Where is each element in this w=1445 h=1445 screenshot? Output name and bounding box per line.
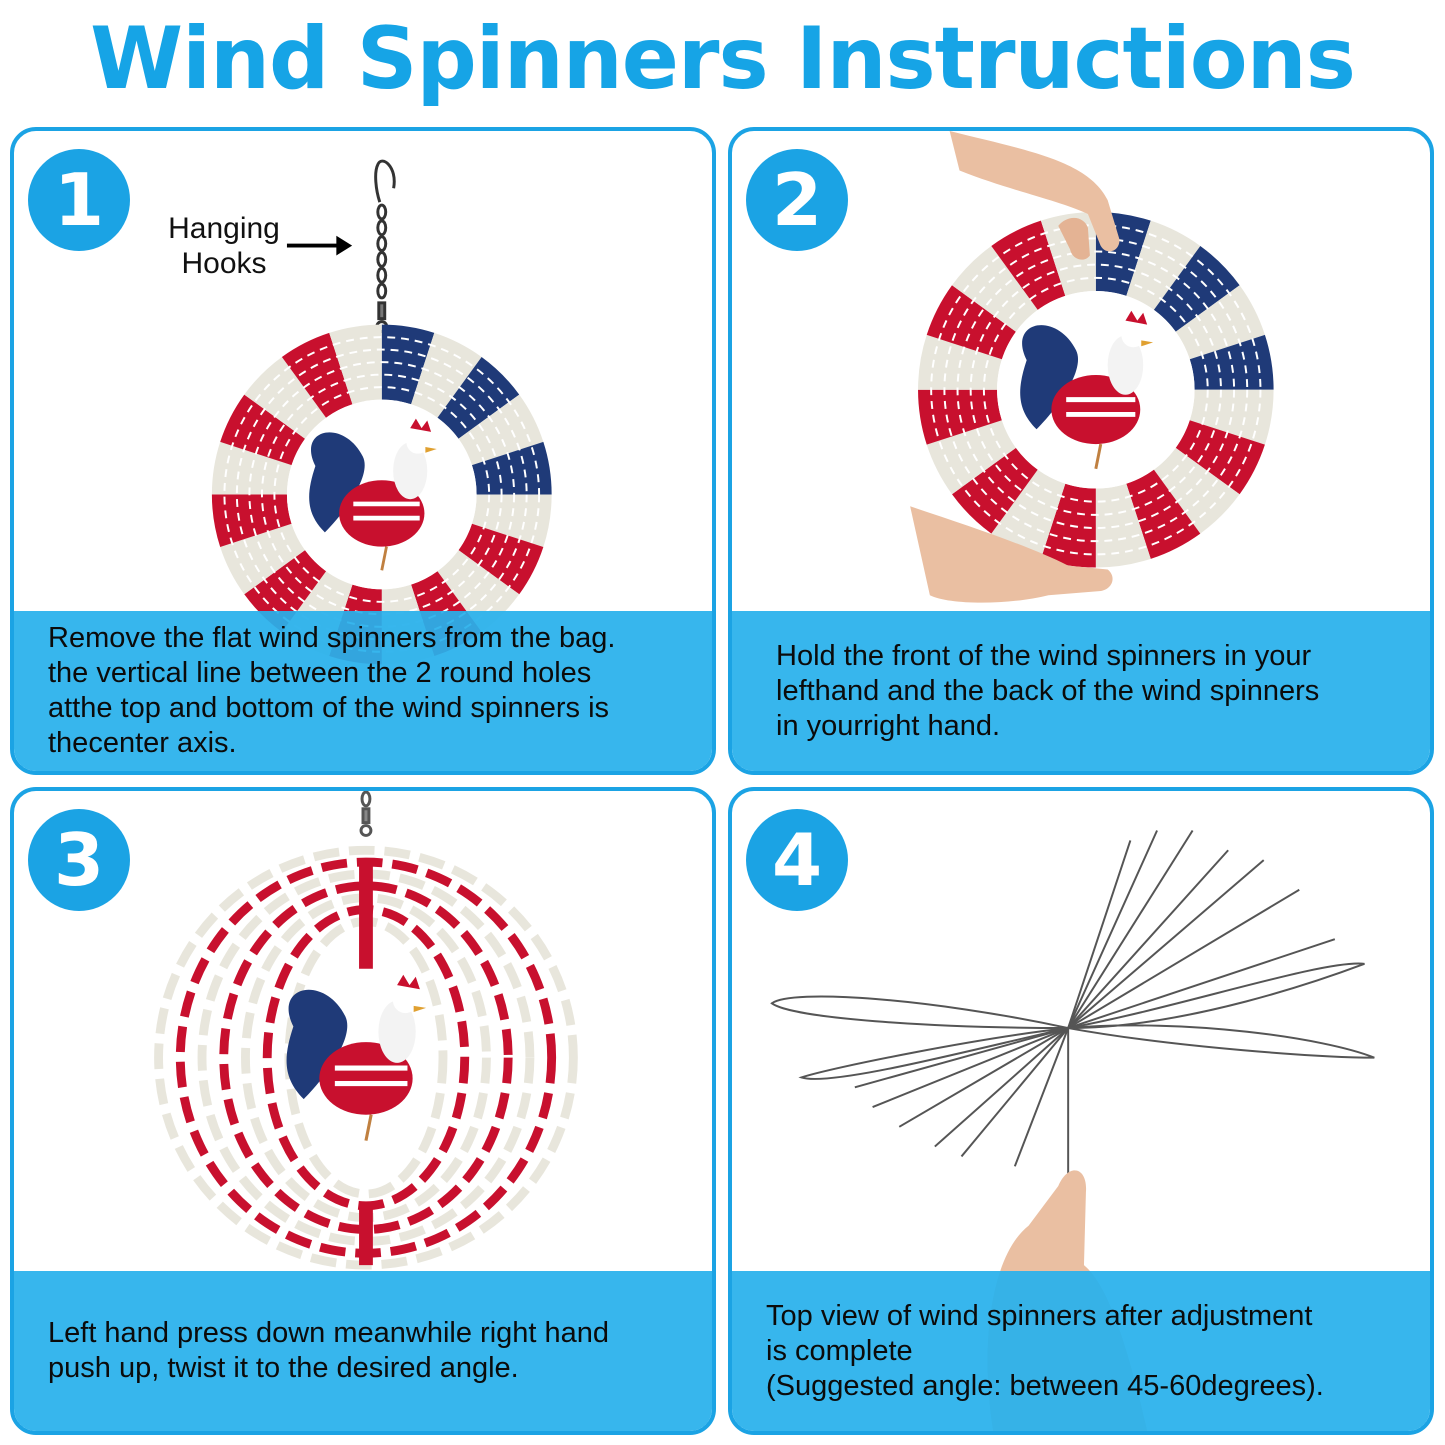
spinner-wire-loop [1067,962,1365,1030]
step-3-panel: 3 Left hand press down meanwhile right h… [10,787,716,1435]
top-hand-icon [949,131,1120,260]
rooster-icon [1020,310,1154,470]
spinner-blade [211,441,292,495]
spinner-disc [211,324,552,665]
step-caption: Left hand press down meanwhile right han… [14,1271,712,1431]
spinner-wire [960,1027,1069,1158]
spinner-wire-loop [770,995,1069,1030]
hanging-hooks-label: Hanging Hooks [168,212,280,280]
spinner-blade [381,324,435,405]
spinner-blade [281,332,353,418]
spinner-blade [411,332,482,418]
spinner-blade [1189,334,1274,390]
spinner-blade [458,394,544,466]
step-number-badge: 1 [28,149,130,251]
spinner-blade [220,394,306,466]
spinner-blade [1189,389,1274,445]
spinner-wire [1067,840,1132,1029]
spinner-blade [220,523,306,595]
right-arrow-icon [286,235,353,256]
step-caption: Hold the front of the wind spinners in y… [732,611,1430,771]
twisted-spinner-disc [154,845,578,1270]
rooster-icon [286,974,427,1141]
spinner-wire [1067,829,1194,1029]
spinner-wire [898,1027,1069,1128]
rooster-icon [309,418,437,571]
spinner-blade [991,220,1066,310]
spinner-blade [471,494,552,547]
step-1-panel: 1 Hanging Hooks Remove the flat wind spi… [10,127,716,775]
spinner-blade [1126,220,1201,310]
spinner-wire [934,1027,1069,1148]
spinner-blade [952,245,1038,332]
spinner-wire [1067,859,1265,1029]
spinner-wire-loop [798,1027,1069,1080]
spinner-wire [1067,830,1158,1029]
spinner-wire [1067,888,1300,1029]
spinner-blade [926,285,1016,360]
step-4-panel: 4 Top view of wind spinners after adjust… [728,787,1434,1435]
spinner-wire [1013,1027,1070,1167]
spinner-wire-frame [770,829,1375,1187]
spinner-disc [918,211,1274,568]
spinner-blade [1175,285,1265,360]
spinner-wire-loop [1067,1024,1375,1059]
spinner-blade [1175,420,1265,495]
spinner-wire [872,1027,1069,1108]
spinner-wire [1067,849,1229,1029]
spinner-blade [458,523,544,595]
step-caption: Remove the flat wind spinners from the b… [14,611,712,771]
step-number-badge: 4 [746,809,848,911]
hanging-hook-icon [374,159,396,333]
spinner-blade [926,420,1016,495]
spinner-blade [1040,483,1096,568]
spinner-blade [437,356,520,439]
spinner-blade [991,469,1066,559]
spinner-blade [1126,469,1201,559]
step-caption: Top view of wind spinners after adjustme… [732,1271,1430,1431]
hands-holding-spinner-illustration [910,131,1274,603]
spinner-wire [1067,938,1336,1029]
spinner-ring [154,845,578,1270]
step-2-panel: 2 Hold the front of the wind spinners in… [728,127,1434,775]
step-number-badge: 2 [746,149,848,251]
step-number-badge: 3 [28,809,130,911]
chain-icon [359,791,373,837]
flat-spinner-illustration [211,159,552,665]
spinner-blade [1095,483,1151,568]
page-title: Wind Spinners Instructions [90,9,1356,109]
twisted-spinner-illustration [154,791,578,1270]
bottom-hand-icon [910,506,1113,603]
spinner-wire [854,1027,1069,1089]
